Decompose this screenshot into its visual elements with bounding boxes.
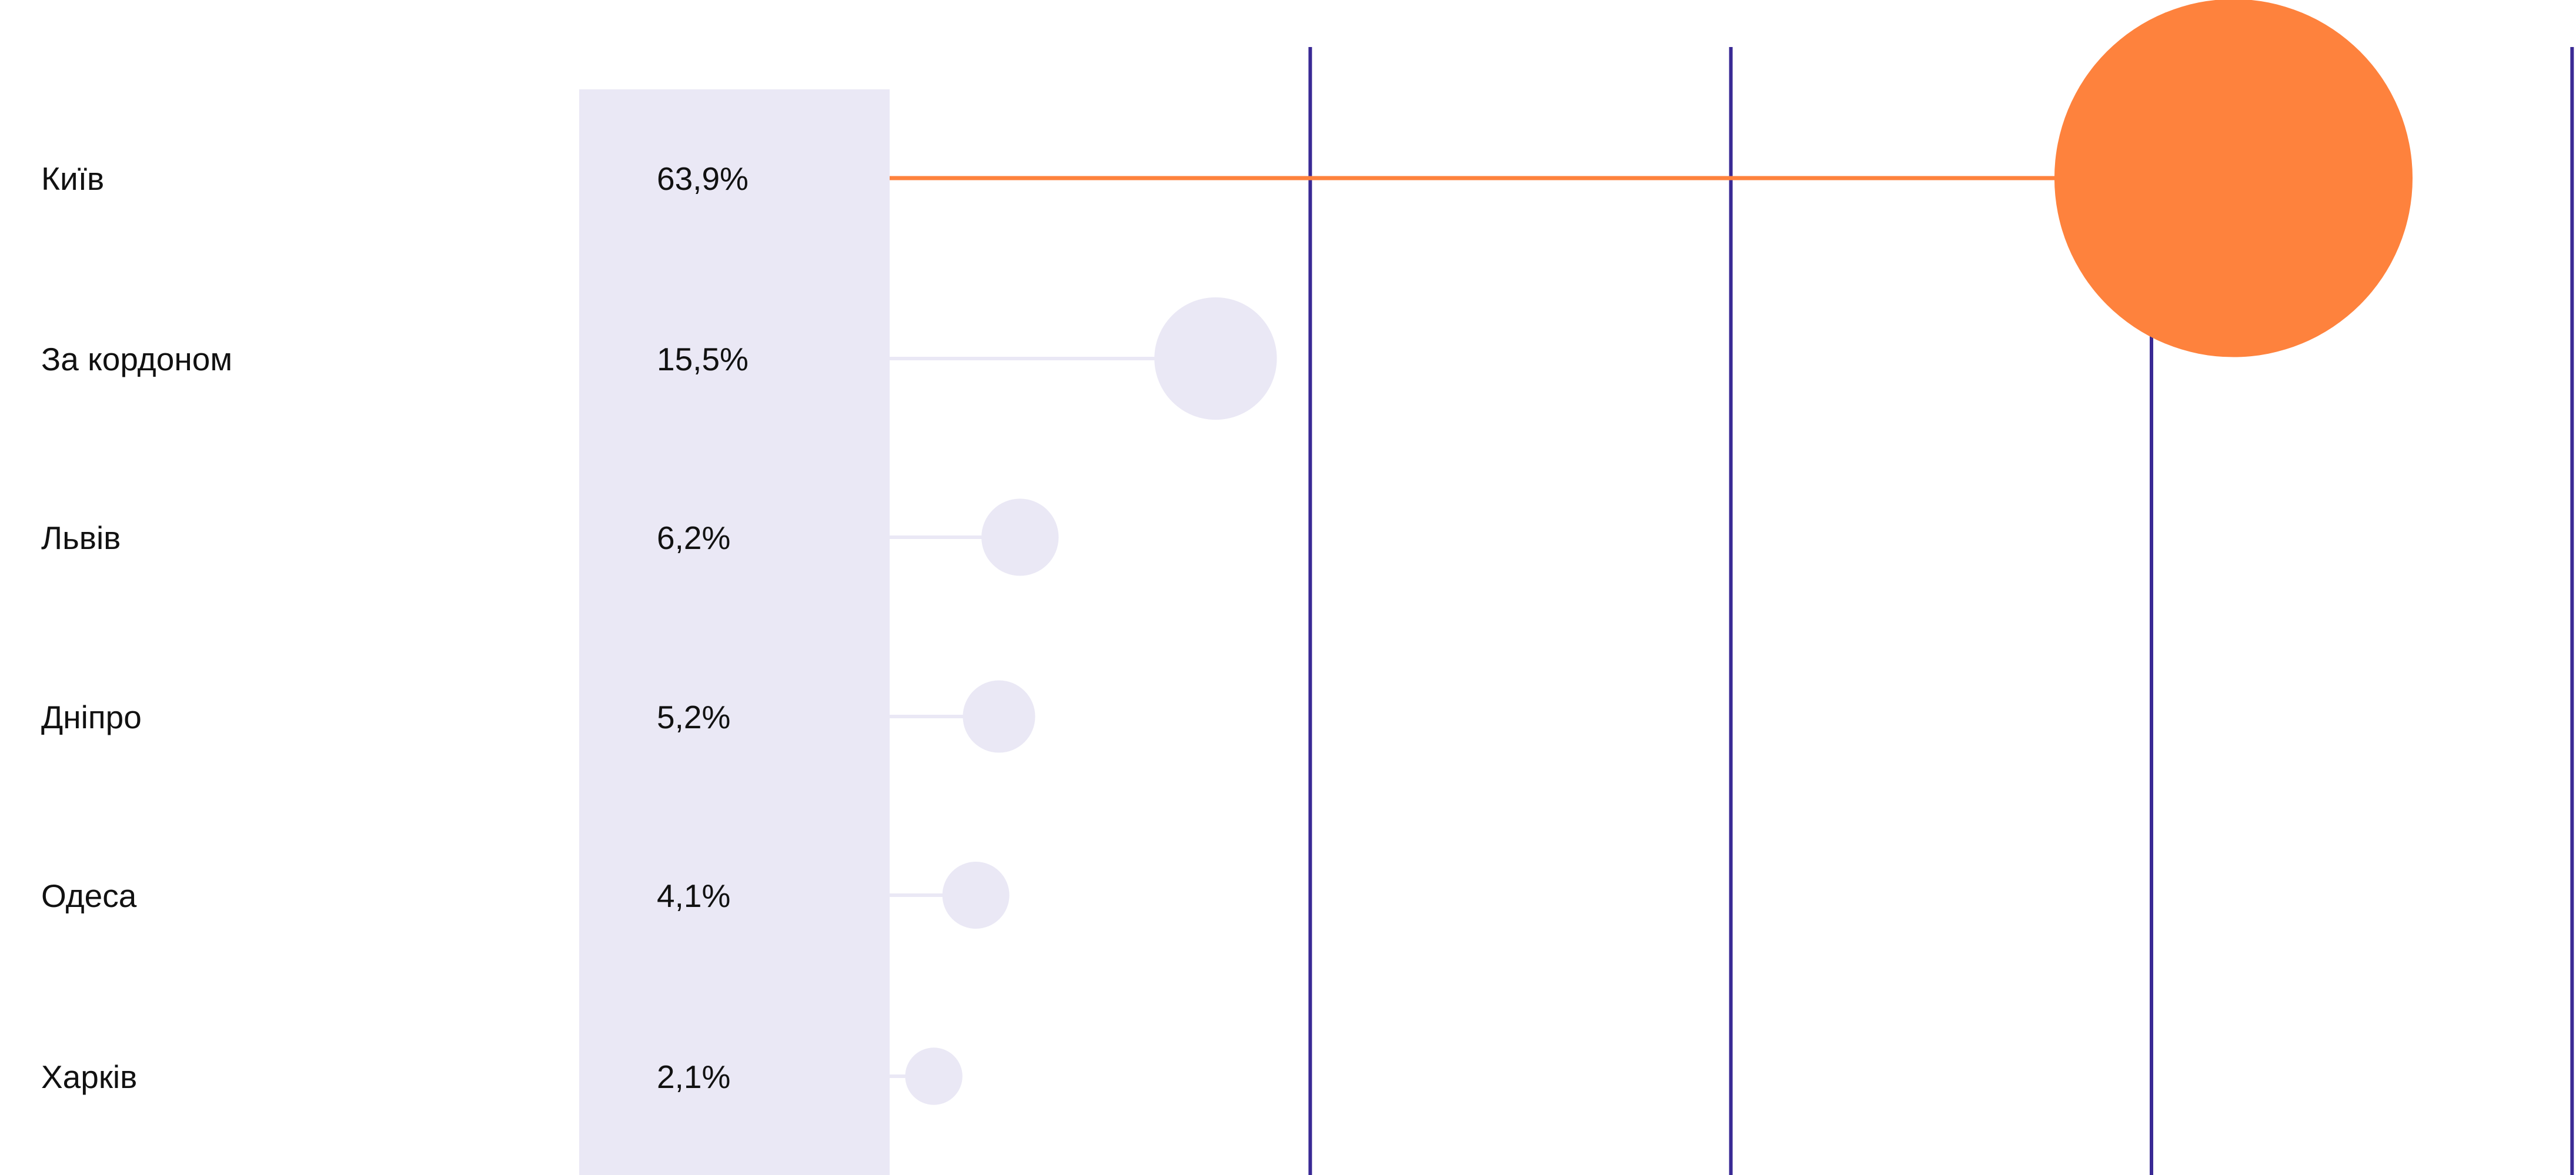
dot-4	[942, 862, 1010, 929]
value-label-0: 63,9%	[657, 160, 749, 197]
value-label-4: 4,1%	[657, 878, 730, 914]
dot-5	[905, 1047, 963, 1105]
category-label-2: Львів	[41, 520, 121, 556]
category-label-1: За кордоном	[41, 341, 232, 377]
value-label-1: 15,5%	[657, 341, 749, 377]
value-labels: 63,9% 15,5% 6,2% 5,2% 4,1% 2,1%	[657, 160, 749, 1095]
stems	[890, 176, 2144, 1078]
value-label-2: 6,2%	[657, 520, 730, 556]
dot-3	[963, 680, 1035, 753]
category-label-3: Дніпро	[41, 699, 142, 735]
category-label-5: Харків	[41, 1059, 137, 1095]
dot-2	[981, 498, 1059, 576]
dot-0	[2054, 0, 2413, 357]
category-label-0: Київ	[41, 160, 104, 197]
value-column-band	[579, 89, 890, 1175]
dot-1	[1154, 297, 1277, 420]
value-label-5: 2,1%	[657, 1059, 730, 1095]
value-label-3: 5,2%	[657, 699, 730, 735]
dots	[905, 0, 2413, 1105]
category-label-4: Одеса	[41, 878, 137, 914]
